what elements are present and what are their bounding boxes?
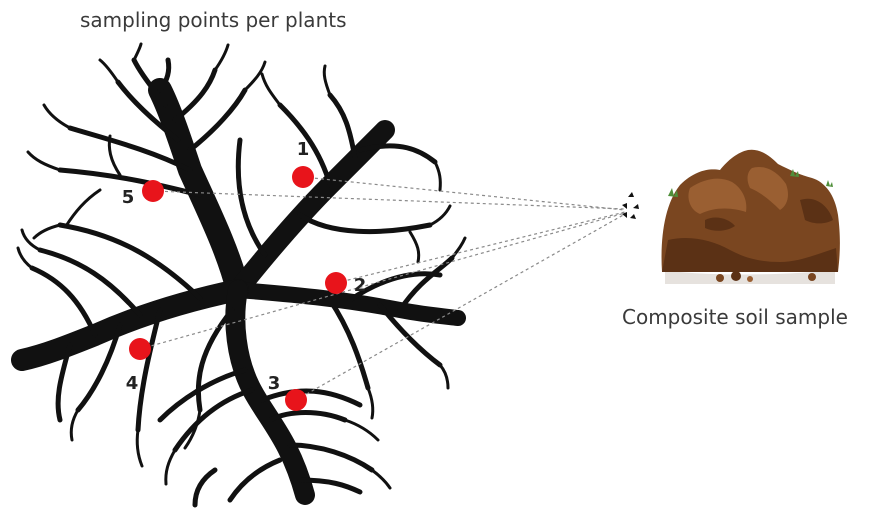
grass-tuft <box>826 180 833 187</box>
soil-crumb <box>716 274 724 282</box>
arrowhead <box>628 192 634 197</box>
arrowhead <box>622 203 627 209</box>
connector-line-1 <box>303 177 625 210</box>
sampling-point-marker <box>129 338 151 360</box>
root-system-illustration <box>18 44 465 505</box>
arrowhead <box>633 204 639 209</box>
sampling-point-label: 5 <box>122 187 135 208</box>
soil-crumb <box>747 276 753 282</box>
composite-sample-caption: Composite soil sample <box>622 305 848 329</box>
sampling-point-label: 1 <box>297 139 310 160</box>
sampling-point-marker <box>142 180 164 202</box>
grass-tuft <box>668 188 678 197</box>
sampling-point-marker <box>292 166 314 188</box>
main-root-northeast <box>238 130 385 290</box>
connector-line-2 <box>336 212 625 283</box>
sampling-point-label: 2 <box>354 275 367 296</box>
composite-soil-sample-image <box>662 150 840 284</box>
sampling-point-label: 3 <box>268 373 281 394</box>
sampling-point-marker <box>285 389 307 411</box>
arrowhead <box>630 214 636 219</box>
main-root-east <box>238 290 458 318</box>
connector-line-5 <box>153 191 625 209</box>
arrowheads <box>622 192 639 219</box>
sampling-point-2: 2 <box>325 272 366 296</box>
sampling-point-label: 4 <box>126 373 139 394</box>
sampling-point-marker <box>325 272 347 294</box>
soil-crumb <box>808 273 816 281</box>
soil-crumb <box>731 271 741 281</box>
